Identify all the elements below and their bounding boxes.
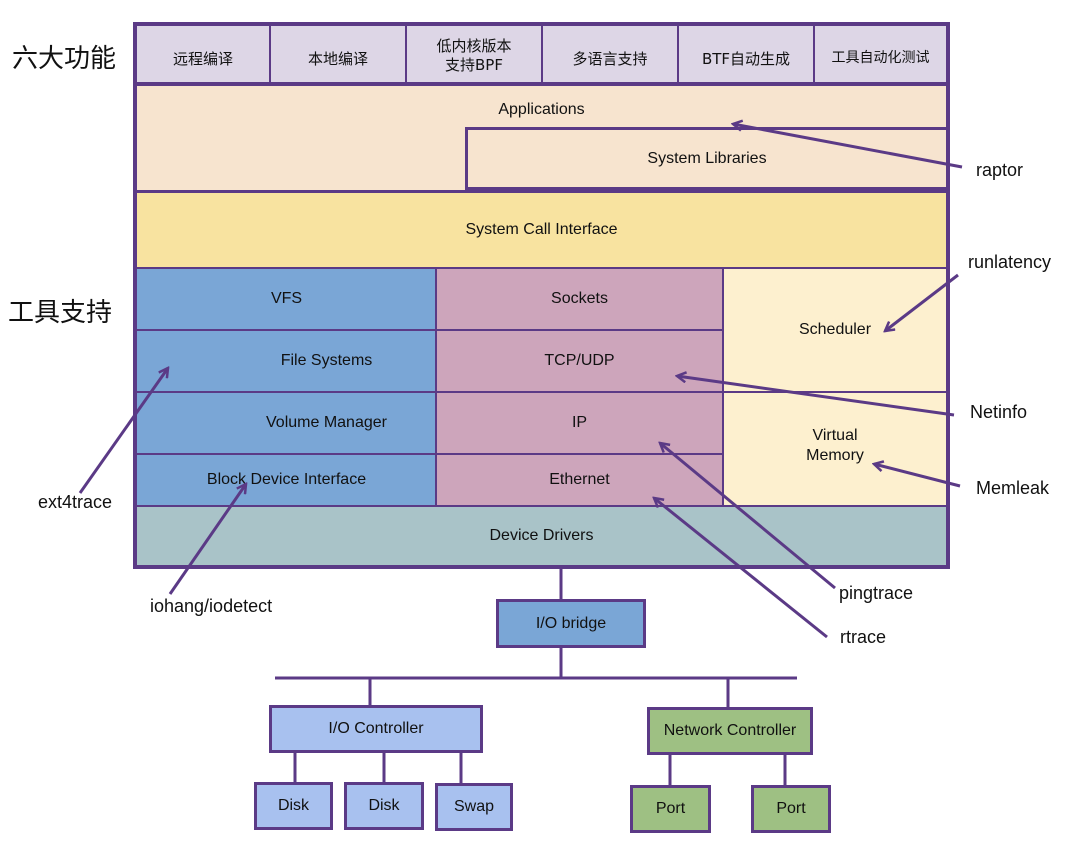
scheduler-label: Scheduler xyxy=(798,321,872,338)
feature-btf-autogen: BTF自动生成 xyxy=(677,22,815,86)
device-drivers-label: Device Drivers xyxy=(489,527,594,544)
system-call-interface-label: System Call Interface xyxy=(465,221,618,238)
ip-layer: IP xyxy=(435,391,724,455)
network-controller-box: Network Controller xyxy=(647,707,813,755)
ip-label: IP xyxy=(571,414,588,431)
feature-local-compile: 本地编译 xyxy=(269,22,407,86)
system-libraries-label: System Libraries xyxy=(647,149,767,167)
swap-box: Swap xyxy=(435,783,513,831)
file-systems-layer: File Systems xyxy=(133,329,438,393)
tool-pingtrace: pingtrace xyxy=(839,583,914,603)
io-controller-box: I/O Controller xyxy=(269,705,483,753)
port-label-1: Port xyxy=(655,800,686,817)
feature-tool-autotest: 工具自动化测试 xyxy=(813,22,950,86)
ethernet-layer: Ethernet xyxy=(435,453,724,507)
feature-remote-compile: 远程编译 xyxy=(133,22,271,86)
io-bridge-label: I/O bridge xyxy=(535,614,607,632)
tcp-udp-label: TCP/UDP xyxy=(544,352,615,369)
applications-label: Applications xyxy=(498,101,585,118)
sockets-layer: Sockets xyxy=(435,267,724,331)
tool-support-heading: 工具支持 xyxy=(8,298,113,328)
system-libraries-layer: System Libraries xyxy=(465,127,950,190)
system-call-interface-layer: System Call Interface xyxy=(133,190,950,270)
disk-label-2: Disk xyxy=(368,797,400,814)
tcp-udp-layer: TCP/UDP xyxy=(435,329,724,393)
tool-runlatency: runlatency xyxy=(968,252,1052,272)
features-heading: 六大功能 xyxy=(12,44,117,74)
sockets-label: Sockets xyxy=(551,290,608,307)
virtual-memory-label: Virtual Memory xyxy=(806,427,864,464)
disk-label-1: Disk xyxy=(277,797,310,814)
tool-netinfo: Netinfo xyxy=(970,402,1028,422)
tool-rtrace: rtrace xyxy=(840,627,887,647)
scheduler-layer: Scheduler xyxy=(722,267,950,393)
port-box-1: Port xyxy=(630,785,711,833)
network-controller-label: Network Controller xyxy=(663,722,797,739)
tool-raptor: raptor xyxy=(976,160,1024,180)
block-device-interface-layer: Block Device Interface xyxy=(133,453,438,507)
device-drivers-layer: Device Drivers xyxy=(133,505,950,569)
volume-manager-label: Volume Manager xyxy=(266,414,387,431)
vfs-label: VFS xyxy=(270,290,303,307)
swap-label: Swap xyxy=(453,798,495,815)
block-device-interface-label: Block Device Interface xyxy=(206,471,367,488)
tool-ext4trace: ext4trace xyxy=(38,492,113,512)
port-label-2: Port xyxy=(776,800,806,817)
feature-low-kernel-bpf: 低内核版本 支持BPF xyxy=(405,22,543,86)
feature-multi-language: 多语言支持 xyxy=(541,22,679,86)
port-box-2: Port xyxy=(751,785,831,833)
virtual-memory-layer: Virtual Memory xyxy=(722,391,950,507)
tool-memleak: Memleak xyxy=(976,478,1050,498)
volume-manager-layer: Volume Manager xyxy=(133,391,438,455)
disk-box-2: Disk xyxy=(344,782,424,830)
vfs-layer: VFS xyxy=(133,267,438,331)
disk-box-1: Disk xyxy=(254,782,333,830)
file-systems-label: File Systems xyxy=(280,352,373,369)
tool-iohang-iodetect: iohang/iodetect xyxy=(150,596,273,616)
ethernet-label: Ethernet xyxy=(549,471,610,488)
io-bridge-box: I/O bridge xyxy=(496,599,646,648)
io-controller-label: I/O Controller xyxy=(328,720,424,737)
